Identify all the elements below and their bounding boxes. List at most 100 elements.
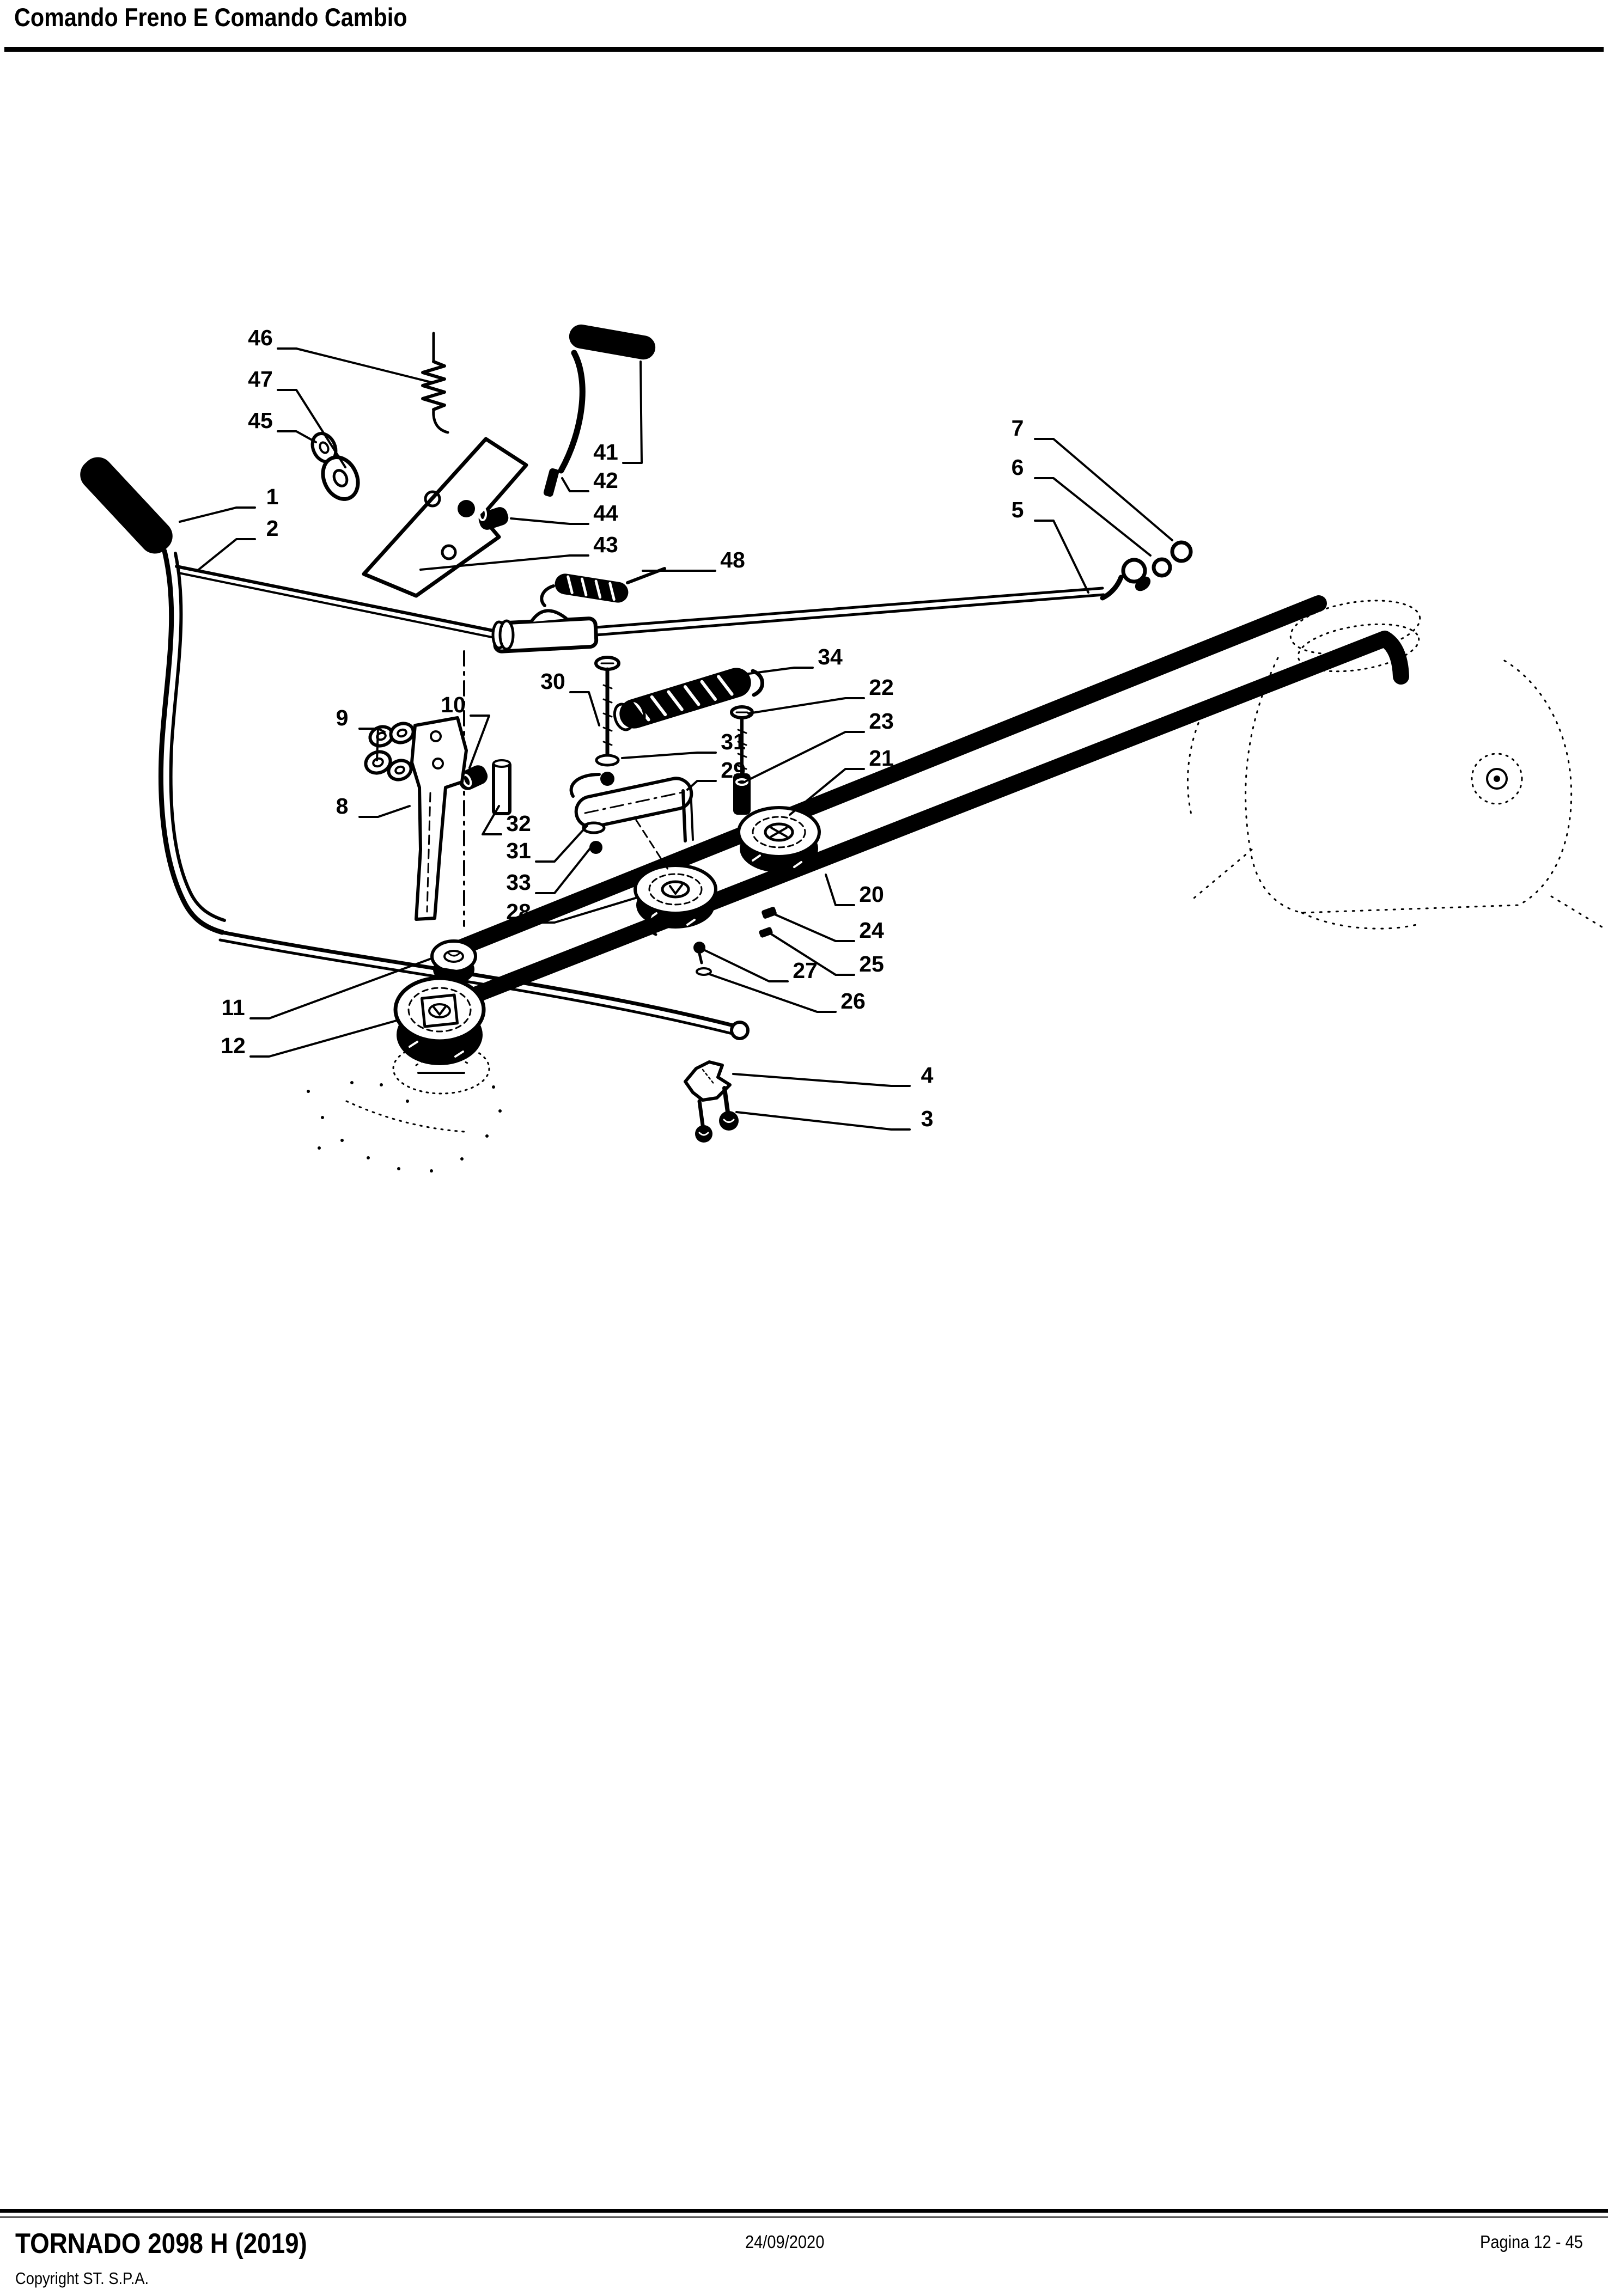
footer-copyright: Copyright ST. S.P.A. — [15, 2269, 149, 2288]
footer-page-number: Pagina 12 - 45 — [1480, 2232, 1583, 2252]
callout-42: 42 — [593, 468, 618, 493]
leader-7 — [1034, 438, 1173, 541]
leader-41 — [622, 361, 643, 464]
leader-47 — [277, 389, 346, 468]
lower-control-rod — [220, 930, 738, 1028]
leader-8 — [358, 805, 411, 818]
callout-46: 46 — [248, 325, 273, 350]
leader-26 — [707, 973, 837, 1013]
callout-12: 12 — [221, 1033, 246, 1058]
callout-27: 27 — [793, 958, 818, 983]
nut-33 — [589, 841, 602, 854]
leader-9 — [358, 728, 379, 761]
callout-44: 44 — [593, 500, 618, 526]
callout-48: 48 — [720, 547, 745, 572]
leader-20 — [825, 874, 855, 906]
leader-42 — [561, 477, 589, 492]
idler-pulley-21 — [737, 806, 821, 872]
pedal-link-rod — [175, 565, 505, 634]
callout-33: 33 — [506, 870, 531, 895]
pedal-arm — [158, 548, 225, 935]
fasteners-27-26 — [693, 942, 712, 976]
leader-4 — [732, 1073, 911, 1087]
leader-28 — [535, 896, 638, 924]
leader-34 — [735, 667, 814, 676]
leader-30 — [569, 691, 600, 726]
callout-6: 6 — [1012, 455, 1024, 480]
brake-rod — [594, 587, 1104, 629]
leader-5 — [1034, 520, 1089, 594]
leader-24 — [772, 913, 855, 942]
washer-6 — [1152, 557, 1172, 578]
pedal-group — [80, 457, 750, 1040]
rocker-arm-29 — [574, 777, 694, 870]
washer-31 — [595, 754, 620, 767]
callout-43: 43 — [593, 532, 618, 557]
callout-28: 28 — [506, 899, 531, 924]
leader-44 — [510, 517, 589, 525]
pulley-12 — [393, 976, 486, 1065]
ghost-engine-pulley — [307, 1042, 502, 1173]
callout-47: 47 — [248, 367, 273, 392]
callout-3: 3 — [921, 1106, 934, 1131]
callout-25: 25 — [859, 951, 884, 976]
callout-22: 22 — [869, 675, 894, 700]
leader-27 — [703, 949, 789, 982]
leader-12 — [249, 1019, 398, 1058]
leader-45 — [277, 430, 317, 443]
leader-21 — [789, 768, 865, 816]
lever-shaft — [558, 350, 586, 474]
footer-model: TORNADO 2098 H (2019) — [15, 2228, 307, 2260]
callout-30: 30 — [540, 669, 565, 694]
footer-date: 24/09/2020 — [745, 2232, 825, 2252]
brake-rod-group — [491, 540, 1193, 654]
rod-clevis — [730, 1021, 750, 1040]
bolt-30 — [569, 656, 620, 798]
ghost-dots — [307, 1081, 502, 1173]
ghost-transaxle — [1186, 600, 1605, 930]
header-rule — [4, 47, 1604, 52]
footer-rule — [0, 2209, 1608, 2213]
leader-33 — [535, 844, 594, 894]
callout-32: 32 — [506, 811, 531, 836]
callout-7: 7 — [1012, 416, 1024, 441]
washer-31b — [582, 821, 606, 834]
washer-47 — [321, 455, 360, 501]
callout-23: 23 — [869, 709, 894, 734]
callout-34: 34 — [818, 644, 843, 669]
leader-29 — [686, 780, 717, 791]
nut-42 — [458, 500, 475, 517]
spring-48 — [540, 567, 666, 607]
rod-eye-joint — [1121, 558, 1147, 584]
bracket-plate-43 — [362, 437, 528, 598]
callout-1: 1 — [266, 484, 279, 509]
pedal-pad — [80, 457, 173, 554]
belt-run-lower — [431, 631, 1409, 1017]
lever-pin-42 — [543, 468, 559, 497]
callout-45: 45 — [248, 408, 273, 433]
leader-31 — [535, 825, 588, 863]
callout-4: 4 — [921, 1062, 934, 1088]
leader-46 — [277, 347, 433, 383]
callout-10: 10 — [441, 692, 466, 717]
callout-5: 5 — [1012, 497, 1024, 522]
callout-9: 9 — [336, 705, 349, 730]
callout-21: 21 — [869, 746, 894, 771]
callout-24: 24 — [859, 918, 884, 943]
callout-20: 20 — [859, 882, 884, 907]
callout-29: 29 — [721, 758, 746, 783]
drive-belt — [431, 595, 1409, 1017]
leader-32 — [482, 805, 502, 835]
leader-43 — [419, 554, 589, 571]
snap-ring-7 — [1170, 540, 1193, 563]
callout-41: 41 — [593, 439, 618, 465]
leader-3 — [735, 1111, 911, 1131]
leader-1 — [179, 506, 256, 523]
screws-3 — [695, 1086, 739, 1143]
spring-46 — [421, 332, 449, 434]
page-title: Comando Freno E Comando Cambio — [14, 3, 407, 32]
leader-11 — [249, 957, 433, 1019]
callout-8: 8 — [336, 793, 349, 819]
